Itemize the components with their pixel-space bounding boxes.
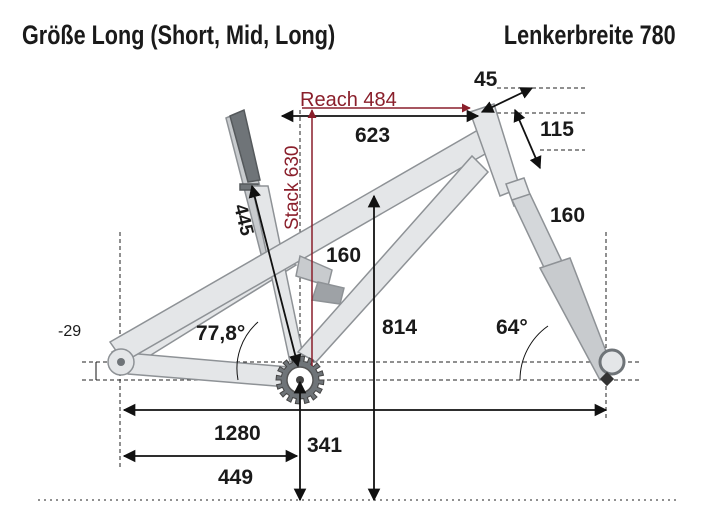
chain-stay xyxy=(114,351,301,389)
reach-stack-lines xyxy=(302,103,471,366)
size-title: Größe Long (Short, Mid, Long) xyxy=(22,20,336,50)
head-angle-arc xyxy=(519,325,549,381)
headtube-length-label: 115 xyxy=(540,118,574,141)
rear-axle xyxy=(107,348,135,376)
head-angle-label: 64° xyxy=(496,316,528,339)
rear-shock xyxy=(311,281,345,305)
wheelbase-label: 1280 xyxy=(214,422,261,445)
chainring-icon xyxy=(275,355,325,405)
front-axle xyxy=(598,348,626,387)
reach-label: Reach 484 xyxy=(300,89,397,111)
stack-label: Stack 630 xyxy=(282,146,303,231)
top-tube-label: 623 xyxy=(355,124,390,147)
seat-tube-dimension xyxy=(248,184,302,368)
dimension-lines xyxy=(95,87,608,502)
stem-dimension xyxy=(480,87,534,113)
chainstay-label: 449 xyxy=(218,466,253,489)
standover-label: 814 xyxy=(382,316,417,339)
bb-height-label: 341 xyxy=(307,434,342,457)
stem-length-label: 45 xyxy=(474,68,498,91)
fork-travel-label: 160 xyxy=(550,204,585,227)
seat-angle-label: 77,8° xyxy=(196,322,245,345)
handlebar-width-title: Lenkerbreite 780 xyxy=(504,20,676,50)
rear-travel-label: 160 xyxy=(326,244,361,267)
headtube-dimension xyxy=(513,108,542,170)
seat-post-upper xyxy=(229,108,261,183)
bb-drop-label: -29 xyxy=(58,323,81,340)
